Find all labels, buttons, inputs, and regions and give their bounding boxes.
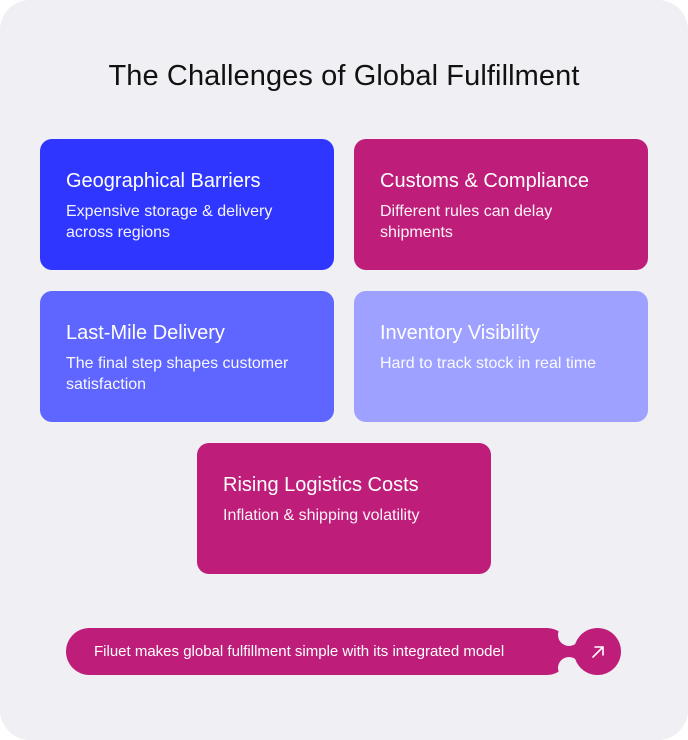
- card-title: Geographical Barriers: [66, 170, 261, 192]
- card-description: Inflation & shipping volatility: [223, 507, 420, 524]
- card-description: Different rules can delay shipments: [380, 203, 553, 241]
- card-title: Rising Logistics Costs: [223, 474, 419, 496]
- cta-notch-top: [558, 624, 580, 646]
- card-description: Expensive storage & delivery across regi…: [66, 203, 273, 241]
- card-rising-logistics-costs: Rising Logistics Costs Inflation & shipp…: [197, 443, 491, 574]
- card-geographical-barriers: Geographical Barriers Expensive storage …: [40, 139, 334, 270]
- card-inventory-visibility: Inventory Visibility Hard to track stock…: [354, 291, 648, 422]
- card-title: Last-Mile Delivery: [66, 322, 225, 344]
- arrow-up-right-icon[interactable]: [574, 628, 621, 675]
- card-description: Hard to track stock in real time: [380, 355, 597, 372]
- card-last-mile-delivery: Last-Mile Delivery The final step shapes…: [40, 291, 334, 422]
- cta-notch-bottom: [558, 657, 580, 679]
- card-customs-compliance: Customs & Compliance Different rules can…: [354, 139, 648, 270]
- card-title: Inventory Visibility: [380, 322, 540, 344]
- arrow-up-right-glyph: [591, 645, 604, 658]
- card-description: The final step shapes customer satisfact…: [66, 355, 289, 393]
- cta-button[interactable]: Filuet makes global fulfillment simple w…: [66, 628, 570, 675]
- page-title: The Challenges of Global Fulfillment: [108, 60, 580, 92]
- card-title: Customs & Compliance: [380, 170, 589, 192]
